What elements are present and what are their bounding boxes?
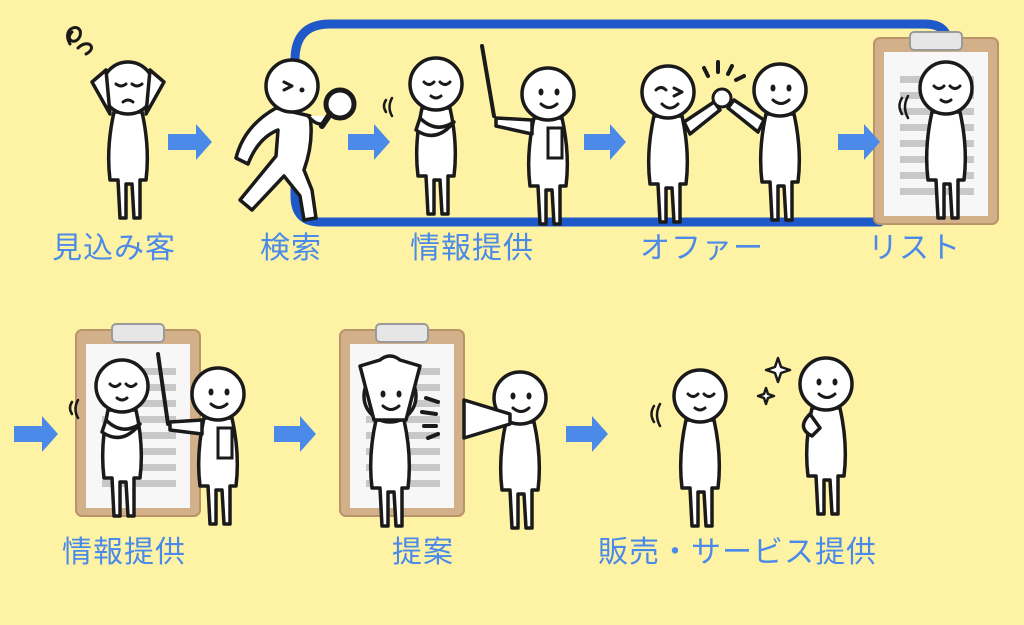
loop-frame (290, 19, 953, 227)
step-label-info: 情報提供 (410, 231, 534, 266)
arrow-1 (168, 124, 212, 160)
arrow-2 (348, 124, 390, 160)
presenter-with-listener-icon (382, 44, 576, 226)
arrow-5 (14, 416, 58, 452)
clipboard-presentation-icon (68, 323, 246, 526)
step-label-sales-service: 販売・サービス提供 (598, 535, 877, 570)
step-label-proposal: 提案 (392, 535, 454, 570)
searching-person-icon (234, 58, 357, 222)
clipboard-bowing-person-icon (873, 31, 999, 225)
step-label-info-2: 情報提供 (62, 535, 186, 570)
arrow-3 (584, 124, 626, 160)
arrow-4 (838, 124, 880, 160)
sparkle-icon (764, 356, 792, 384)
step-label-offer: オファー (640, 231, 764, 266)
step-label-list: リスト (868, 231, 961, 266)
fist-bump-pair-icon (640, 60, 808, 224)
step-label-prospect: 見込み客 (52, 231, 176, 266)
arrow-6 (274, 416, 316, 452)
worried-person-icon (66, 26, 166, 220)
sparkle-icon (756, 386, 776, 406)
step-label-search: 検索 (260, 231, 322, 266)
megaphone-proposal-icon (339, 323, 548, 530)
arrow-7 (566, 416, 608, 452)
bowing-and-confident-person-icon (650, 356, 854, 528)
